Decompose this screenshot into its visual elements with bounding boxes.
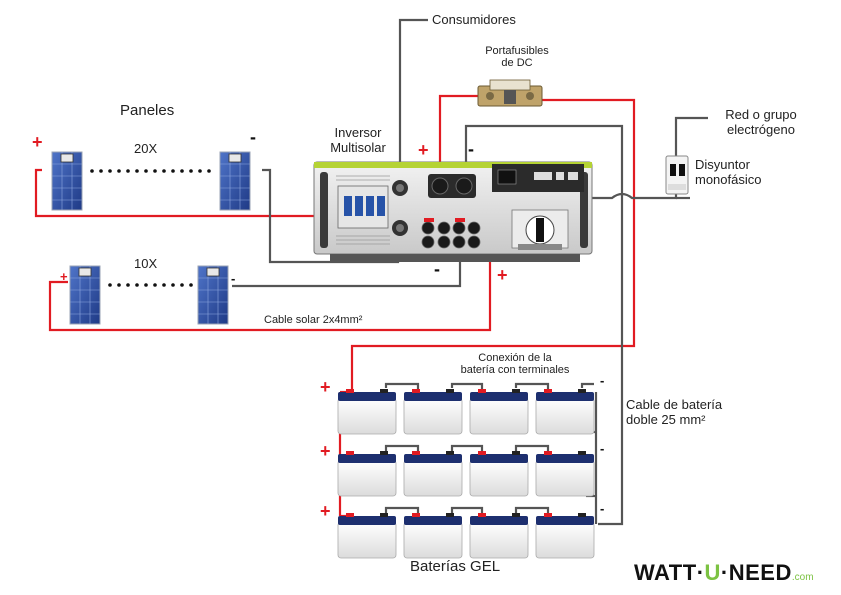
panel-dots (108, 283, 193, 287)
gel-battery (535, 389, 595, 435)
negative-symbol: - (600, 441, 605, 456)
breaker-label: Disyuntor monofásico (695, 157, 762, 187)
panel-string-bottom (69, 265, 229, 325)
consumers-label: Consumidores (432, 12, 516, 27)
gel-battery (403, 389, 463, 435)
solar-panel (197, 265, 229, 325)
positive-symbol: + (320, 501, 331, 521)
fuse-holder-label: Portafusibles de DC (485, 45, 549, 69)
wire-grid (586, 116, 708, 200)
gel-battery (337, 451, 397, 497)
panel-dots (90, 169, 211, 173)
gel-battery (469, 389, 529, 435)
battery-cable-label: Cable de batería doble 25 mm² (626, 397, 723, 427)
wire-fuse-to-inverter-positive (438, 94, 478, 170)
positive-symbol: + (320, 441, 331, 461)
dc-fuse-holder (477, 79, 543, 107)
batteries-title: Baterías GEL (410, 558, 501, 575)
battery-connection-label: Conexión de la batería con terminales (460, 352, 570, 376)
solar-cable-label: Cable solar 2x4mm² (264, 314, 363, 326)
negative-symbol: - (231, 271, 236, 286)
wire-battery-negative (464, 124, 624, 526)
negative-symbol: - (434, 259, 440, 279)
solar-panel (51, 151, 83, 211)
panel-string-top (51, 151, 251, 211)
panel-count-bottom: 10X (134, 256, 158, 271)
brand-logo: WATT·U·NEED.com (634, 560, 814, 585)
gel-battery (535, 451, 595, 497)
positive-symbol: + (497, 265, 508, 285)
positive-symbol: + (320, 377, 331, 397)
gel-battery (469, 513, 529, 559)
negative-symbol: - (468, 139, 474, 159)
inverter (313, 161, 593, 262)
gel-battery (337, 389, 397, 435)
grid-label: Red o grupo electrógeno (725, 107, 797, 137)
panel-count-top: 20X (134, 141, 158, 156)
wire-battery-positive (350, 98, 636, 388)
gel-battery (337, 513, 397, 559)
gel-battery (535, 513, 595, 559)
inverter-label: Inversor Multisolar (330, 125, 386, 155)
wire-consumers (398, 18, 428, 186)
positive-symbol: + (418, 140, 429, 160)
positive-symbol: + (60, 269, 68, 284)
negative-symbol: - (600, 373, 605, 388)
breaker-device (665, 155, 689, 195)
battery-bank (337, 389, 595, 559)
positive-symbol: + (32, 132, 43, 152)
panels-title: Paneles (120, 102, 175, 119)
gel-battery (469, 451, 529, 497)
wires (34, 18, 708, 526)
gel-battery (403, 513, 463, 559)
negative-symbol: - (600, 501, 605, 516)
gel-battery (403, 451, 463, 497)
negative-symbol: - (250, 127, 256, 147)
solar-panel (69, 265, 101, 325)
solar-panel (219, 151, 251, 211)
